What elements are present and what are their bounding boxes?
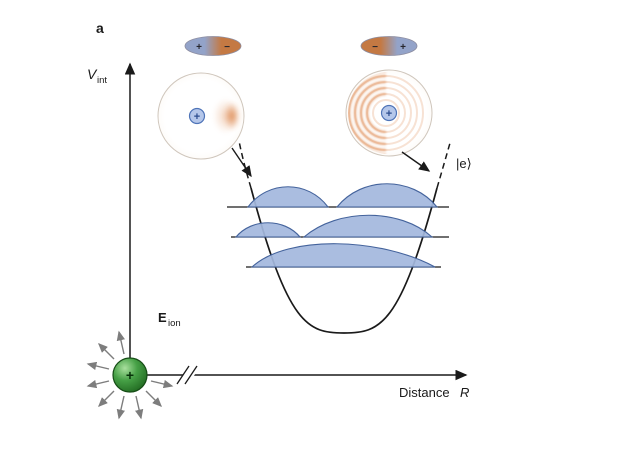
ion-field-arrows — [86, 330, 174, 420]
potential-curve — [250, 187, 438, 334]
ring-arc — [359, 86, 387, 140]
excited-state-label: |e⟩ — [456, 156, 472, 171]
dipole-ellipse — [184, 36, 242, 56]
x-axis-label: Distance — [399, 385, 450, 400]
axes: V int Distance R — [87, 62, 469, 400]
electron-cloud — [224, 102, 240, 130]
field-arrow — [145, 390, 162, 407]
field-arrow — [150, 379, 174, 389]
field-arrow — [135, 395, 144, 420]
wavefunction-level1-right — [335, 183, 439, 208]
x-axis-variable: R — [460, 385, 469, 400]
dipole-right: − + — [360, 36, 418, 56]
y-axis-label-symbol: V — [87, 66, 98, 82]
nucleus — [380, 104, 398, 122]
pointer-arrow-right — [401, 151, 431, 172]
ion-plus-sign: + — [126, 367, 134, 383]
wavefunction-level2-right — [302, 214, 434, 238]
field-arrow — [116, 395, 125, 420]
wavefunction-level2-left — [234, 222, 302, 238]
axis-break-slash — [176, 365, 190, 385]
dipole-left-minus-sign: − — [224, 42, 230, 53]
field-arrow — [98, 343, 115, 360]
ring-arc — [348, 74, 387, 152]
field-arrow — [98, 390, 115, 407]
atom-left: + — [157, 72, 245, 160]
nucleus-plus-sign: + — [194, 111, 200, 123]
axis-break — [176, 362, 200, 388]
e-field-subscript: ion — [168, 318, 181, 329]
wavefunction-level3 — [250, 243, 436, 268]
field-arrow — [116, 330, 125, 355]
e-field-symbol: E — [158, 310, 167, 325]
potential-dashed-left — [238, 140, 252, 189]
dipole-right-minus-sign: − — [372, 42, 378, 53]
ion-sphere — [112, 357, 148, 393]
field-arrow — [86, 379, 110, 389]
dipole-right-plus-sign: + — [400, 42, 406, 53]
ring-arc — [353, 80, 387, 146]
y-axis-label-subscript: int — [97, 75, 107, 86]
dipole-ellipse — [360, 36, 418, 56]
ring-arc — [365, 92, 387, 134]
pointer-arrow-left — [231, 147, 252, 178]
dipole-left: + − — [184, 36, 242, 56]
potential-dashed-right — [436, 142, 451, 189]
field-arrow — [86, 361, 110, 371]
dipole-left-plus-sign: + — [196, 42, 202, 53]
axis-break-slash — [184, 365, 198, 385]
nucleus — [188, 107, 206, 125]
ion: + — [112, 357, 148, 393]
wavefunction-level1-left — [246, 186, 330, 208]
atom-right: + — [345, 69, 433, 157]
ring — [372, 99, 400, 127]
potential-well — [227, 140, 451, 334]
nucleus-plus-sign: + — [386, 108, 392, 120]
axis-break-gap — [178, 362, 200, 388]
panel-label: a — [96, 20, 104, 36]
